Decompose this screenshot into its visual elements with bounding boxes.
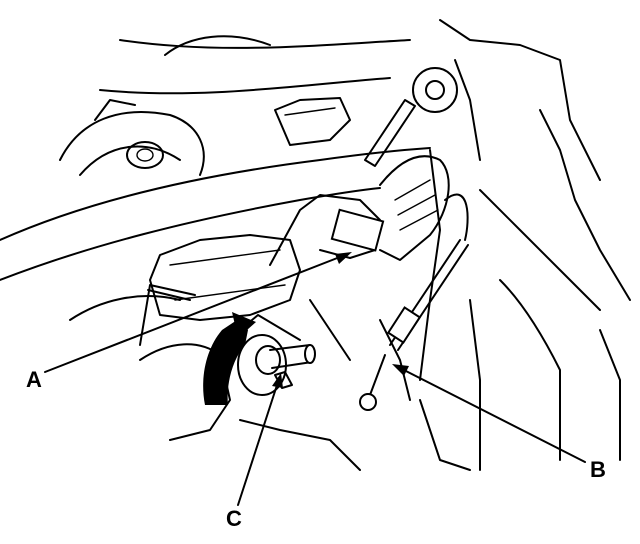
leader-arrow-b (392, 364, 409, 376)
engine-background-outline (0, 19, 631, 471)
callout-label-a: A (26, 367, 42, 392)
callout-labels: A B C (26, 367, 606, 531)
leader-line-a (44, 254, 346, 373)
leader-arrow-a (335, 252, 352, 264)
callout-label-b: B (590, 457, 606, 482)
callout-leaders (44, 252, 586, 506)
shift-lever-assembly (139, 99, 469, 411)
leader-line-c (237, 381, 279, 506)
leader-arrow-c (272, 373, 283, 388)
callout-label-c: C (226, 506, 242, 531)
leader-line-b (399, 367, 586, 463)
